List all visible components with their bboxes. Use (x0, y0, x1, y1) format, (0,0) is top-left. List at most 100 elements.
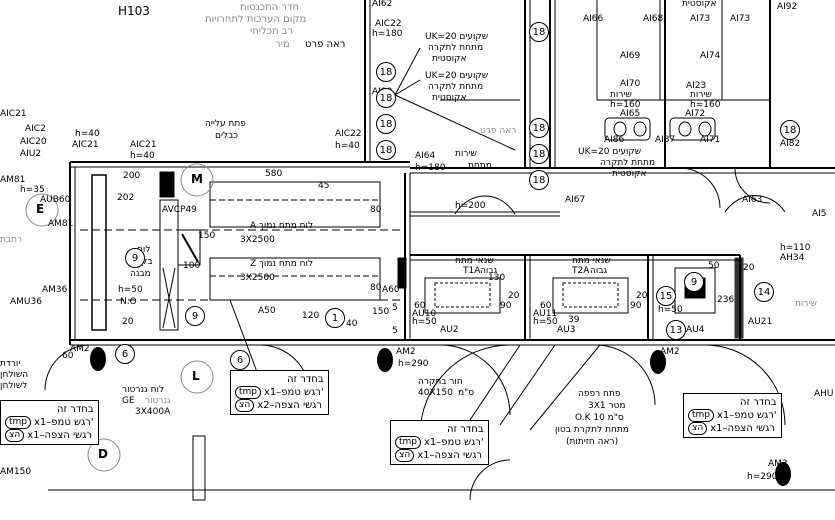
hatch-column (397, 257, 407, 289)
code-aic21c: AIC21 (130, 140, 157, 150)
mount-h40a: h=40 (75, 129, 100, 139)
code-ai67: AI67 (565, 195, 586, 205)
code-ai62: AI62 (372, 0, 393, 9)
legend-2-row2: x1–רגשי הצפה (27, 430, 93, 441)
dim-80b: 80 (370, 283, 382, 293)
door-arc-2 (419, 344, 511, 436)
code-ai71: AI71 (700, 135, 721, 145)
door-arc-7 (469, 459, 511, 501)
grid-circle-m (180, 163, 214, 197)
legend-1-tag1: tmp (235, 386, 262, 399)
panel-z-outline (209, 257, 381, 301)
text-detail-above: ראה פרט (480, 126, 517, 136)
code-ai82: AI82 (780, 139, 801, 149)
marker-6-a: 6 (115, 344, 135, 364)
dim-150b: 150 (372, 307, 390, 317)
title-line-3: רב תכליתי (250, 26, 294, 37)
text-transformer-b: שנאי מתח (572, 256, 611, 266)
code-aic22b: AIC22 (375, 19, 402, 29)
code-aiu2: AIU2 (20, 149, 42, 159)
code-aic21b: AIC21 (72, 140, 99, 150)
legend-1-title: בחדר זה (287, 374, 324, 385)
cloud-mark (454, 195, 516, 215)
code-ai74: AI74 (700, 51, 721, 61)
hatch-column-right (734, 257, 744, 339)
code-ai70: AI70 (620, 79, 641, 89)
door-arc-4 (704, 344, 786, 426)
door-arc-1 (439, 344, 511, 416)
code-aiu: AI5 (812, 209, 827, 219)
dim-80a: 80 (370, 205, 382, 215)
grid-label-m: M (191, 172, 203, 186)
dim-580: 580 (265, 169, 283, 179)
text-services-1: שירות (610, 90, 632, 100)
mount-h290b: h=290 (747, 472, 778, 482)
text-vent-size-1: 3X1 מטר (588, 401, 626, 411)
mount-h40c: h=40 (335, 141, 360, 151)
dim-130: 130 (488, 273, 506, 283)
pump-panel-diag (181, 233, 199, 263)
corridor-column (192, 435, 206, 501)
text-elec-panel-1: לוח (137, 245, 151, 255)
code-aic2: AIC2 (25, 124, 46, 134)
code-ah34: AH34 (780, 253, 805, 263)
text-transformer-a-sub: גבוה (480, 266, 498, 276)
marker-1: 1 (325, 308, 345, 328)
code-am81b: AM81 (48, 219, 74, 229)
text-services-3: שירות (455, 149, 477, 159)
legend-2-title: בחדר זה (57, 404, 94, 415)
code-ai64: AI64 (415, 151, 436, 161)
leader-legend-1 (229, 299, 261, 381)
code-am2b: AM2 (396, 347, 416, 357)
dim-50: 50 (708, 261, 720, 271)
text-room-label: רחבת (0, 235, 23, 245)
cloud-mark-2 (724, 195, 786, 213)
uk-acoustic-top: אקוסטית (682, 0, 717, 9)
text-no: N.O (120, 297, 137, 307)
text-for-cables: כבלים (215, 131, 239, 141)
code-ahu: AHU (814, 389, 834, 399)
legend-1-row1: x1–רגש טמפ' (264, 387, 324, 398)
mount-h50a: h=50 (118, 285, 143, 295)
mount-h160b: h=160 (690, 100, 721, 110)
basin-1 (613, 121, 627, 137)
marker-9-a: 9 (125, 248, 145, 268)
code-ai69: AI69 (620, 51, 641, 61)
legend-4-tag2: הצ (688, 422, 708, 435)
text-services-2: שירות (690, 90, 712, 100)
text-gen-rating: 3X400A (135, 407, 171, 417)
text-vent-size-3: מתחת לתקרת בטון (555, 425, 629, 435)
door-arc-6 (44, 344, 91, 391)
dim-20d: 20 (743, 263, 755, 273)
legend-1-row2: x2–רגשי הצפה (257, 400, 323, 411)
legend-4-tag1: tmp (688, 409, 715, 422)
code-ai92: AI92 (777, 2, 798, 12)
mount-h160a: h=160 (610, 100, 641, 110)
code-ai23: AI23 (686, 81, 707, 91)
control-panel-block (159, 171, 175, 198)
code-am2a: AM2 (70, 344, 90, 354)
text-surface-shaft: פתח עלייה (205, 119, 246, 129)
dim-39: 39 (568, 315, 580, 325)
transformer-a-outline (424, 277, 501, 314)
dim-200: 200 (123, 171, 141, 181)
text-vent-size-2: O.K 10 ס"מ (575, 413, 624, 423)
dim-60c: 60 (62, 351, 74, 361)
marker-6-b: 6 (230, 350, 250, 370)
text-panel-z-name: לוח מתח נמוך Z (250, 259, 314, 269)
text-services-under: מתחת (468, 161, 492, 171)
text-transformer-b-sub: גבוה (590, 266, 608, 276)
transformer-b-outline (552, 277, 629, 314)
dim-60a: 60 (414, 301, 426, 311)
code-aic21: AIC21 (0, 109, 27, 119)
text-transformer-b-code: T2A (572, 266, 590, 276)
dim-202: 202 (117, 193, 135, 203)
title-line-1: חדר התכנסות (240, 2, 299, 13)
code-ai73b: AI73 (730, 14, 751, 24)
legend-2-tag2: הצ (5, 429, 25, 442)
door-arc-wc-2 (734, 167, 771, 204)
code-au21: AU21 (748, 317, 773, 327)
door-arc-wc (679, 167, 721, 209)
leader-vent (469, 344, 601, 431)
code-am81: AM81 (0, 175, 26, 185)
